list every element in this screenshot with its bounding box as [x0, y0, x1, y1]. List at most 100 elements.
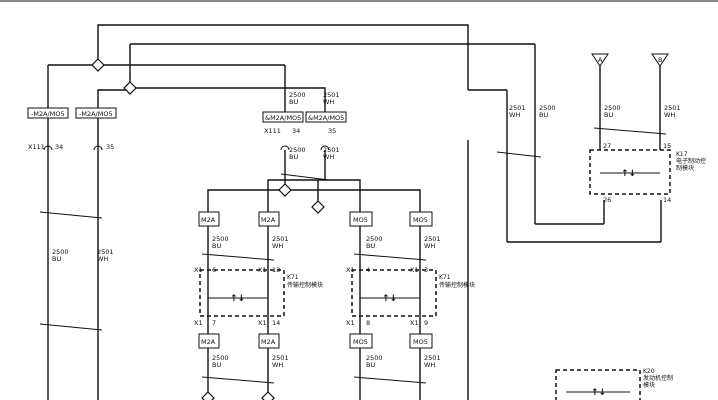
m2a-bu-color: BU	[212, 242, 221, 250]
m2a-module-name: 传输控制模块	[287, 281, 323, 289]
mo5-wh-color-low: WH	[424, 361, 435, 369]
left-wh-color: WH	[97, 255, 108, 263]
right-wh-gauge-a: 2501	[509, 104, 526, 112]
terminal-b-label: B	[658, 56, 662, 64]
k17-pin-27: 27	[603, 142, 611, 150]
mid-bot-bu-color: BU	[289, 153, 298, 161]
mid-top-wh-gauge: 2501	[323, 91, 340, 99]
conn-mid-pin-b: 35	[328, 127, 336, 135]
conn-mid-x: X111	[264, 127, 281, 135]
mo5-wh-gauge-low: 2501	[424, 354, 441, 362]
connector-boxes	[27, 107, 433, 349]
mo5-module-name: 传输控制模块	[439, 281, 475, 289]
splice-318-207	[311, 200, 325, 214]
splice-98-65	[91, 58, 105, 72]
wire-mid-wh-top	[130, 87, 326, 112]
mo5-top-b: MO5	[413, 216, 428, 224]
mo5-x1-bot-b: X1	[410, 319, 419, 327]
m2a-module-box	[199, 269, 285, 317]
mo5-pin-bot-b: 9	[424, 319, 428, 327]
k20-name-2: 模块	[643, 381, 655, 389]
m2a-pin-bot-b: 14	[272, 319, 280, 327]
left-wh-gauge: 2501	[97, 248, 114, 256]
m2a-wh-gauge-low: 2501	[272, 354, 289, 362]
m2a-pin-top-a: 6	[212, 266, 216, 274]
pin-symbols	[43, 145, 330, 151]
mo5-pin-top-a: 4	[366, 266, 370, 274]
wire-wh-split	[267, 179, 361, 212]
m2a-wh-color-low: WH	[272, 361, 283, 369]
m2a-pin-bot-a: 7	[212, 319, 216, 327]
wire-top-loop	[97, 24, 469, 90]
mo5-bot-a: MO5	[353, 338, 368, 346]
terminal-triangles	[591, 53, 669, 67]
splice-285-190	[278, 183, 292, 197]
mo5-x1-top-a: X1	[346, 266, 355, 274]
mid-bot-wh-color: WH	[323, 153, 334, 161]
conn-left-a: -M2A/MO5	[31, 110, 65, 118]
splice-130-88	[123, 81, 137, 95]
mo5-module-box	[351, 269, 437, 317]
k17-pin-14: 14	[663, 196, 671, 204]
mo5-x1-top-b: X1	[410, 266, 419, 274]
right-wh-gauge-b: 2501	[664, 104, 681, 112]
right-bu-gauge-b: 2500	[604, 104, 621, 112]
m2a-module-code: K71	[287, 274, 299, 281]
m2a-bidir-icon: ↑↓	[230, 294, 245, 304]
m2a-x1-top-a: X1	[194, 266, 203, 274]
m2a-wh-color: WH	[272, 242, 283, 250]
conn-mid-a: &M2A/MO5	[265, 114, 301, 122]
mo5-bot-b: MO5	[413, 338, 428, 346]
mo5-module-code: K71	[439, 274, 451, 281]
mo5-x1-bot-a: X1	[346, 319, 355, 327]
left-bu-gauge: 2500	[52, 248, 69, 256]
k17-pin-15: 15	[663, 142, 671, 150]
m2a-bu-gauge-low: 2500	[212, 354, 229, 362]
right-bu-color-b: BU	[604, 111, 613, 119]
conn-left-pin-b: 35	[106, 143, 114, 151]
m2a-bu-gauge: 2500	[212, 235, 229, 243]
mid-top-bu-color: BU	[289, 98, 298, 106]
splice-208-398	[201, 391, 215, 400]
conn-mid-b: &M2A/MO5	[308, 114, 344, 122]
mo5-top-a: MO5	[353, 216, 368, 224]
mo5-bu-color: BU	[366, 242, 375, 250]
m2a-bot-b: M2A	[261, 338, 276, 346]
m2a-top-a: M2A	[201, 216, 216, 224]
conn-mid-pin-a: 34	[292, 127, 300, 135]
k20-bidir-icon: ↑↓	[591, 388, 606, 398]
m2a-x1-top-b: X1	[258, 266, 267, 274]
mo5-wh-color: WH	[424, 242, 435, 250]
m2a-x1-bot-b: X1	[258, 319, 267, 327]
k20-name-1: 发动机控制	[643, 374, 673, 382]
left-bu-color: BU	[52, 255, 61, 263]
mo5-pin-bot-a: 8	[366, 319, 370, 327]
k17-name-2: 制模块	[676, 164, 694, 172]
k20-code: K20	[643, 368, 655, 375]
mo5-bu-color-low: BU	[366, 361, 375, 369]
wire-bu-split	[207, 189, 421, 212]
labels: -M2A/MO5 -M2A/MO5 X111 34 35 2500 BU 250…	[28, 56, 706, 398]
k17-name-1: 电子制动控	[676, 157, 706, 165]
mo5-wh-gauge: 2501	[424, 235, 441, 243]
m2a-wh-gauge: 2501	[272, 235, 289, 243]
splice-points	[91, 58, 325, 400]
twist-marks	[39, 127, 667, 384]
mo5-pin-top-b: 3	[424, 266, 428, 274]
conn-left-b: -M2A/MO5	[79, 110, 113, 118]
wire-left-wh-top	[97, 44, 131, 150]
k17-bidir-icon: ↑↓	[621, 169, 636, 179]
conn-left-pin-a: 34	[55, 143, 63, 151]
m2a-bot-a: M2A	[201, 338, 216, 346]
m2a-top-b: M2A	[261, 216, 276, 224]
right-wh-color-b: WH	[664, 111, 675, 119]
mo5-bu-gauge: 2500	[366, 235, 383, 243]
mid-bot-bu-gauge: 2500	[289, 146, 306, 154]
mid-bot-wh-gauge: 2501	[323, 146, 340, 154]
k17-module-box	[589, 149, 671, 195]
k17-pin-26: 26	[603, 196, 611, 204]
splice-268-398	[261, 391, 275, 400]
k17-code: K17	[676, 151, 688, 158]
